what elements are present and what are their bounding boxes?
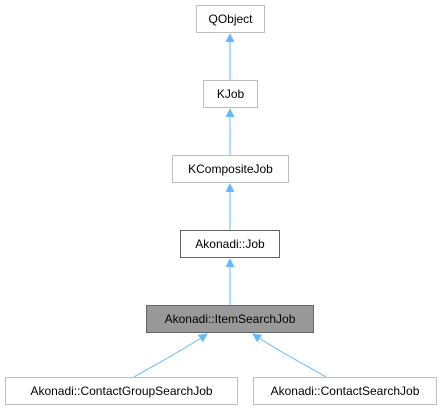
node-kcompositejob[interactable]: KCompositeJob <box>172 155 289 183</box>
edge-contactgroupsearchjob-itemsearchjob <box>133 333 208 378</box>
node-contactgroupsearchjob-label: Akonadi::ContactGroupSearchJob <box>30 384 213 398</box>
node-contactgroupsearchjob[interactable]: Akonadi::ContactGroupSearchJob <box>5 377 238 405</box>
edge-contactsearchjob-itemsearchjob <box>252 333 327 378</box>
node-qobject[interactable]: QObject <box>196 5 265 33</box>
node-akonadi-job-label: Akonadi::Job <box>195 237 265 251</box>
node-kcompositejob-label: KCompositeJob <box>188 162 273 176</box>
node-itemsearchjob-label: Akonadi::ItemSearchJob <box>164 312 296 326</box>
node-contactsearchjob-label: Akonadi::ContactSearchJob <box>270 384 420 398</box>
node-kjob-label: KJob <box>216 87 245 101</box>
node-contactsearchjob[interactable]: Akonadi::ContactSearchJob <box>253 377 437 405</box>
node-akonadi-job[interactable]: Akonadi::Job <box>180 230 280 258</box>
node-kjob[interactable]: KJob <box>203 80 258 108</box>
node-qobject-label: QObject <box>208 12 253 26</box>
node-itemsearchjob: Akonadi::ItemSearchJob <box>146 305 314 333</box>
